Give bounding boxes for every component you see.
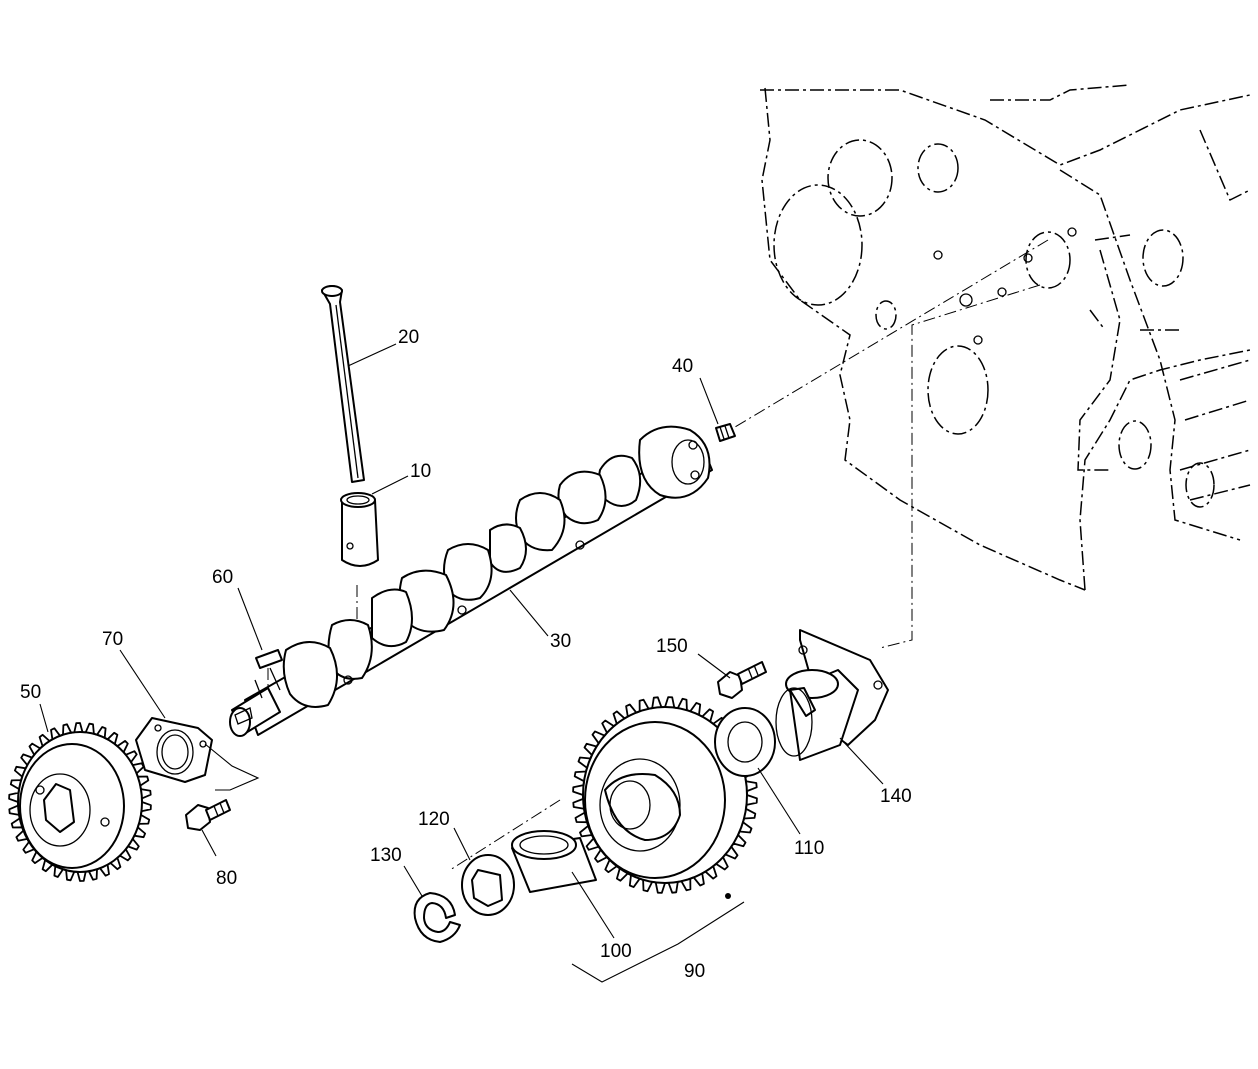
callout-130: 130 [370, 845, 402, 866]
callout-40: 40 [672, 356, 693, 377]
idler-axis-line [879, 284, 1041, 649]
thrust-plate [135, 717, 213, 783]
callout-80: 80 [216, 868, 237, 889]
bolt-80 [185, 743, 260, 831]
tappet [340, 492, 379, 567]
callout-110: 110 [794, 838, 824, 859]
set-screw [715, 423, 736, 442]
callout-100: 100 [600, 941, 632, 962]
callout-labels: 20 10 30 40 50 60 70 80 90 100 110 120 1… [20, 327, 912, 982]
key [255, 649, 283, 690]
callout-20: 20 [398, 327, 419, 348]
camshaft-axis-line [734, 239, 1049, 428]
snap-ring [413, 892, 461, 943]
camshaft [229, 425, 713, 737]
engine-block [760, 84, 1251, 591]
bolt-150 [717, 661, 767, 699]
gear-tooth-ring [8, 722, 152, 882]
camshaft-gear [8, 722, 152, 882]
thrust-washer [461, 854, 515, 916]
push-rod [321, 285, 365, 483]
idler-shaft [775, 629, 889, 761]
gear-tooth-ring [572, 696, 758, 894]
callout-60: 60 [212, 567, 233, 588]
bushing [511, 830, 597, 893]
callout-10: 10 [410, 461, 431, 482]
idler-gear [572, 696, 758, 899]
callout-120: 120 [418, 809, 450, 830]
callout-70: 70 [102, 629, 123, 650]
leader-lines [39, 343, 884, 983]
callout-140: 140 [880, 786, 912, 807]
callout-30: 30 [550, 631, 571, 652]
callout-150: 150 [656, 636, 688, 657]
callout-50: 50 [20, 682, 41, 703]
callout-90: 90 [684, 961, 705, 982]
gear-teeth [8, 722, 152, 882]
gear-teeth [572, 696, 758, 894]
washer [714, 707, 776, 777]
